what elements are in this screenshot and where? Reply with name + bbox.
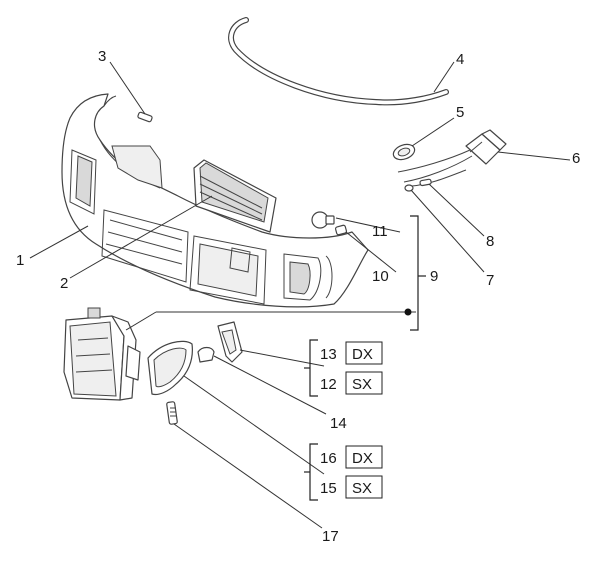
callout-7: 7	[486, 272, 494, 289]
callout-2: 2	[60, 275, 68, 292]
callout-17: 17	[322, 528, 339, 545]
bulb-holder-10	[334, 224, 348, 236]
clip-5	[392, 143, 416, 161]
callout-13: 13	[320, 346, 337, 363]
bracket-16-15	[304, 443, 318, 501]
screw-8	[419, 178, 432, 187]
dx-label-16: DX	[352, 450, 373, 467]
screw-17	[166, 401, 178, 425]
dx-label-13: DX	[352, 346, 373, 363]
bracket-9	[404, 215, 426, 331]
seal-strip	[228, 17, 449, 106]
callout-12: 12	[320, 376, 337, 393]
wiring-harness	[397, 129, 507, 187]
corner-lens	[147, 340, 215, 396]
callout-1: 1	[16, 252, 24, 269]
callout-11: 11	[372, 223, 388, 240]
callout-6: 6	[572, 150, 580, 167]
callout-8: 8	[486, 233, 494, 250]
callout-3: 3	[98, 48, 106, 65]
headlamp	[63, 307, 141, 401]
leader-lines	[29, 61, 571, 529]
sx-label-12: SX	[352, 376, 372, 393]
callout-14: 14	[330, 415, 347, 432]
side-reflector-14	[217, 321, 243, 363]
dx-box-13	[345, 341, 383, 365]
bracket-13-12	[304, 339, 318, 397]
callout-16: 16	[320, 450, 337, 467]
bulb-11	[311, 211, 335, 229]
screw-3	[137, 111, 153, 123]
callout-9: 9	[430, 268, 438, 285]
dx-box-16	[345, 445, 383, 469]
callout-10: 10	[372, 268, 389, 285]
sx-box-15	[345, 475, 383, 499]
bumper-shell	[61, 93, 369, 308]
sx-label-15: SX	[352, 480, 372, 497]
callout-4: 4	[456, 51, 464, 68]
grille-panel	[193, 159, 277, 233]
callout-5: 5	[456, 104, 464, 121]
sx-box-12	[345, 371, 383, 395]
callout-15: 15	[320, 480, 337, 497]
washer-7	[404, 184, 414, 192]
